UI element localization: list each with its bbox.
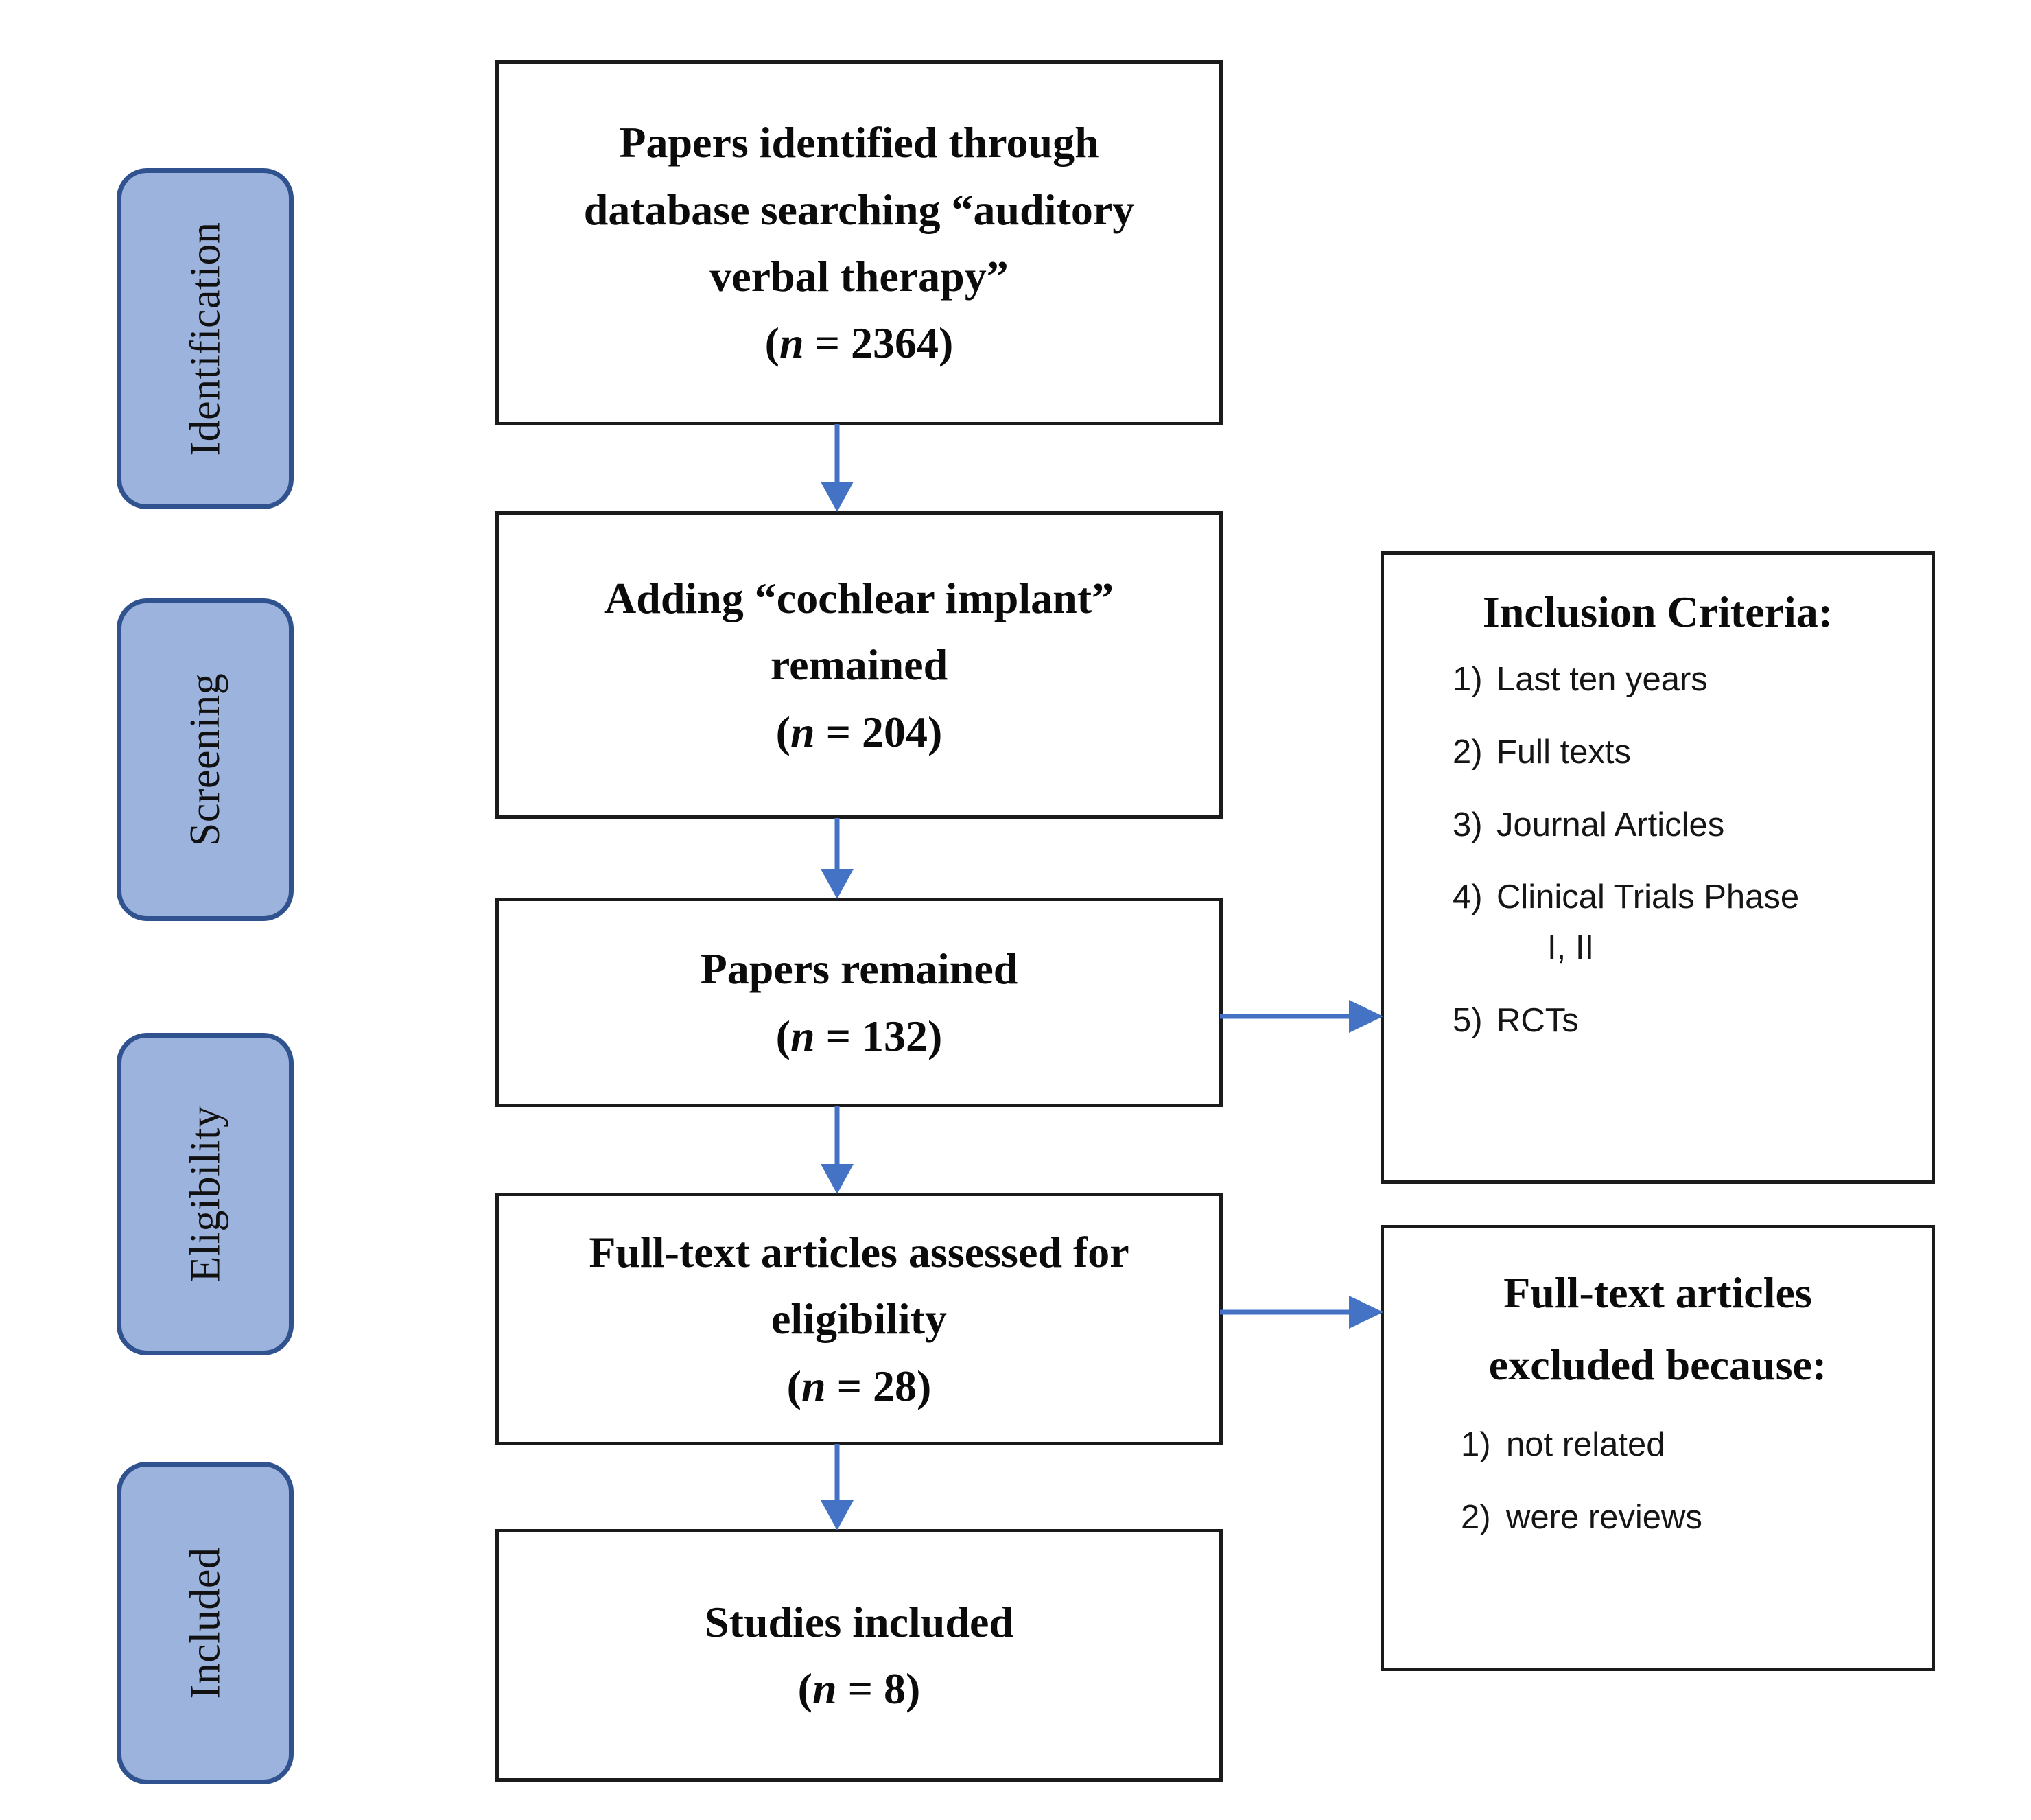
paren-close: ) (906, 1664, 921, 1713)
paren-open: ( (797, 1664, 812, 1713)
stage-label-screening: Screening (182, 673, 229, 847)
list-item-text: not related (1506, 1426, 1665, 1464)
flow-box-cochlear-implant: Adding “cochlear implant” remained (n = … (495, 511, 1223, 819)
paren-close: ) (917, 1361, 932, 1410)
list-item: 2) were reviews (1402, 1496, 1914, 1540)
arrow-cochlear-to-remained (811, 818, 863, 900)
exclusion-title-line-2: excluded because: (1488, 1340, 1827, 1390)
flow-box-count: (n = 2364) (765, 310, 954, 376)
count-value: 204 (862, 707, 928, 756)
list-item-number: 2) (1453, 733, 1483, 771)
list-item-number: 3) (1453, 806, 1483, 843)
flow-box-line: Papers remained (700, 944, 1018, 994)
equals-sign: = (836, 1664, 884, 1713)
equals-sign: = (803, 318, 852, 368)
list-item: 4) Clinical Trials Phase (1402, 876, 1914, 920)
arrow-remained-to-fulltext (811, 1106, 863, 1195)
list-item-text: Journal Articles (1496, 806, 1725, 843)
arrow-identified-to-cochlear (811, 424, 863, 513)
count-value: 8 (884, 1664, 906, 1713)
list-item-number: 5) (1453, 1001, 1483, 1039)
flow-box-count: (n = 28) (787, 1353, 932, 1419)
arrow-fulltext-to-exclusion (1220, 1287, 1385, 1337)
list-item: 2) Full texts (1402, 731, 1914, 775)
stage-label-eligibility: Eligibility (182, 1106, 229, 1283)
count-value: 2364 (851, 318, 939, 368)
list-item: 1) not related (1402, 1423, 1914, 1467)
flow-box-line: eligibility (771, 1294, 947, 1344)
flow-box-count: (n = 204) (776, 699, 943, 765)
list-item-text: Last ten years (1496, 661, 1708, 699)
list-item-number: 1) (1453, 661, 1483, 699)
flow-box-fulltext-assessed: Full-text articles assessed for eligibil… (495, 1193, 1223, 1445)
flow-box-count: (n = 8) (798, 1655, 921, 1722)
exclusion-reasons-list: 1) not related 2) were reviews (1402, 1423, 1914, 1539)
equals-sign: = (825, 1361, 873, 1410)
list-item-continuation: I, II (1547, 929, 1595, 966)
flow-box-count: (n = 132) (776, 1003, 943, 1069)
exclusion-title-line-1: Full-text articles (1503, 1268, 1812, 1317)
list-item-text: RCTs (1496, 1001, 1579, 1039)
list-item: 5) RCTs (1402, 999, 1914, 1043)
equals-sign: = (814, 707, 862, 756)
flow-box-line: verbal therapy” (709, 252, 1009, 301)
inclusion-criteria-box: Inclusion Criteria: 1) Last ten years 2)… (1381, 551, 1935, 1184)
count-value: 28 (873, 1361, 917, 1410)
arrow-remained-to-inclusion (1220, 992, 1385, 1041)
flow-box-line: Adding “cochlear implant” (604, 574, 1114, 623)
paren-close: ) (928, 1011, 943, 1060)
n-symbol: n (779, 318, 804, 368)
stage-label-identification: Identification (182, 222, 229, 456)
stage-pill-identification: Identification (117, 168, 294, 509)
paren-close: ) (928, 707, 943, 756)
exclusion-reasons-box: Full-text articles excluded because: 1) … (1381, 1225, 1935, 1671)
list-item-number: 2) (1461, 1499, 1491, 1537)
flow-box-line: Studies included (705, 1597, 1013, 1646)
paren-open: ( (786, 1361, 801, 1410)
list-item-text: Clinical Trials Phase (1496, 878, 1800, 916)
flow-box-line: database searching “auditory (583, 185, 1135, 234)
n-symbol: n (790, 707, 815, 756)
inclusion-criteria-title: Inclusion Criteria: (1482, 587, 1833, 636)
list-item-text: were reviews (1506, 1499, 1702, 1537)
flow-box-papers-identified: Papers identified through database searc… (495, 60, 1223, 425)
paren-open: ( (775, 1011, 790, 1060)
list-item-text: Full texts (1496, 733, 1632, 771)
stage-pill-eligibility: Eligibility (117, 1033, 294, 1355)
list-item-number: 1) (1461, 1426, 1491, 1464)
paren-open: ( (764, 318, 779, 368)
paren-open: ( (775, 707, 790, 756)
stage-label-included: Included (181, 1547, 228, 1699)
flow-box-papers-remained: Papers remained (n = 132) (495, 898, 1223, 1107)
arrow-fulltext-to-included (811, 1444, 863, 1532)
stage-pill-screening: Screening (117, 598, 294, 921)
flow-box-line: Full-text articles assessed for (589, 1228, 1129, 1277)
paren-close: ) (939, 318, 954, 368)
inclusion-criteria-list: 1) Last ten years 2) Full texts 3) Journ… (1402, 658, 1914, 1042)
equals-sign: = (814, 1011, 862, 1060)
n-symbol: n (790, 1011, 815, 1060)
list-item: 1) Last ten years (1402, 658, 1914, 702)
flow-box-studies-included: Studies included (n = 8) (495, 1529, 1223, 1782)
count-value: 132 (862, 1011, 928, 1060)
n-symbol: n (801, 1361, 826, 1410)
stage-pill-included: Included (117, 1462, 294, 1784)
list-item-number: 4) (1453, 878, 1483, 916)
n-symbol: n (812, 1664, 837, 1713)
list-item: 3) Journal Articles (1402, 804, 1914, 848)
flow-box-line: Papers identified through (619, 118, 1099, 167)
flow-box-line: remained (770, 640, 948, 690)
